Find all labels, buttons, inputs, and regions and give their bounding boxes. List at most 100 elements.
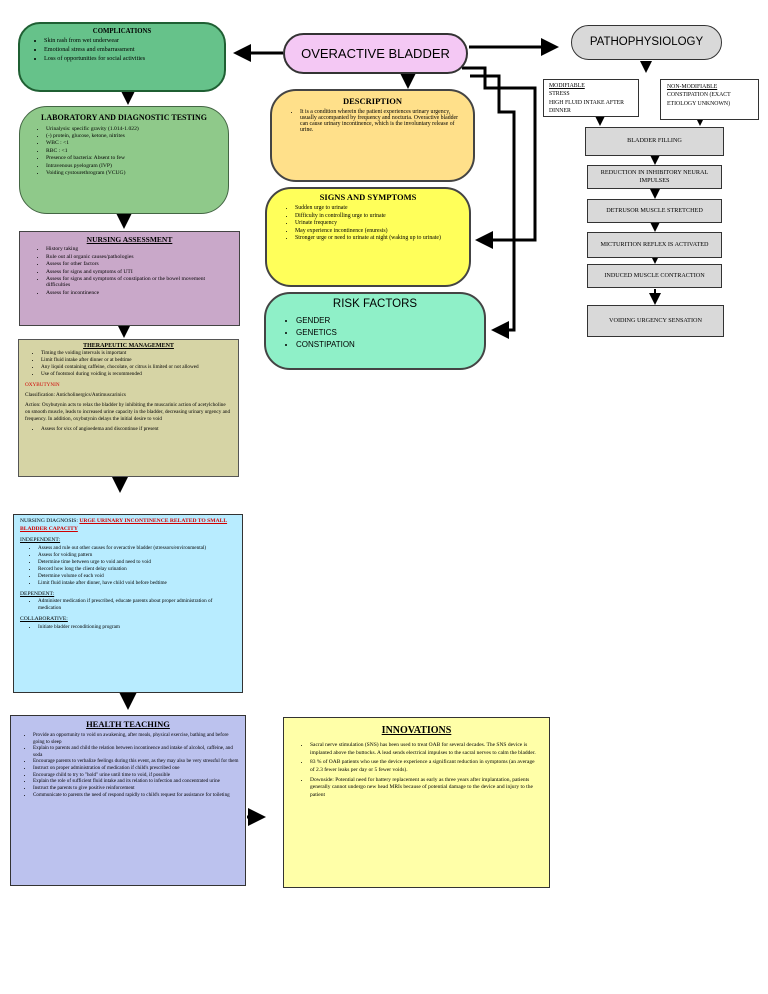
drug-name: OXYBUTYNIN xyxy=(25,382,60,389)
list-item: CONSTIPATION xyxy=(296,340,470,349)
list-item: Assess for voiding pattern xyxy=(38,552,236,559)
dependent-label: DEPENDENT: xyxy=(20,590,55,597)
list-item: Sudden urge to urinate xyxy=(295,205,457,211)
list-item: Provide an opportunity to void on awaken… xyxy=(33,732,239,745)
overactive-bladder-node: OVERACTIVE BLADDER xyxy=(283,33,468,74)
description-title: DESCRIPTION xyxy=(342,96,403,106)
list-item: Determine volume of each void xyxy=(38,573,236,580)
list-item: Presence of bacteria: Absent to few xyxy=(46,155,218,161)
patho-step-reduction-inhibitory: REDUCTION IN INHIBITORY NEURAL IMPULSES xyxy=(587,165,722,189)
list-item: GENDER xyxy=(296,316,470,325)
laboratory-testing-box: LABORATORY AND DIAGNOSTIC TESTING Urinal… xyxy=(19,106,229,214)
patho-step-bladder-filling: BLADDER FILLING xyxy=(585,127,724,156)
innovations-title: INNOVATIONS xyxy=(381,725,452,736)
modifiable-item: HIGH FLUID INTAKE AFTER DINNER xyxy=(549,99,625,115)
list-item: Record how long the client delay urinati… xyxy=(38,566,236,573)
risk-list: GENDER GENETICS CONSTIPATION xyxy=(280,316,470,349)
signs-title: SIGNS AND SYMPTOMS xyxy=(319,192,417,202)
list-item: Downside: Potential need for battery rep… xyxy=(310,777,539,800)
health-list: Provide an opportunity to void on awaken… xyxy=(17,732,239,798)
labs-title: LABORATORY AND DIAGNOSTIC TESTING xyxy=(41,113,207,122)
modifiable-box: MODIFIABLE STRESS HIGH FLUID INTAKE AFTE… xyxy=(543,79,639,117)
pathophysiology-node: PATHOPHYSIOLOGY xyxy=(571,25,722,60)
list-item: Explain the role of sufficient fluid int… xyxy=(33,778,239,785)
list-item: Loss of opportunities for social activit… xyxy=(44,55,216,62)
list-item: Explain to parents and child the relatio… xyxy=(33,745,239,758)
independent-list: Assess and rule out other causes for ove… xyxy=(20,545,236,587)
list-item: RBC : <1 xyxy=(46,148,218,154)
list-item: Use of footstool during voiding is recom… xyxy=(41,371,232,378)
list-item: Assess for signs and symptoms of constip… xyxy=(46,276,229,288)
patho-step-voiding-urgency: VOIDING URGENCY SENSATION xyxy=(587,305,724,337)
list-item: Urinalysis: specific gravity (1.014-1.02… xyxy=(46,126,218,132)
collaborative-label: COLLABORATIVE: xyxy=(20,616,68,623)
complications-box: COMPLICATIONS Skin rash from wet underwe… xyxy=(18,22,226,92)
health-title: HEALTH TEACHING xyxy=(86,719,170,729)
list-item: GENETICS xyxy=(296,328,470,337)
drug-action: Action: Oxybutynin acts to relax the bla… xyxy=(25,402,231,423)
collaborative-list: Initiate bladder reconditioning program xyxy=(20,624,236,631)
drug-classification: Classification: Anticholinergics/Antimus… xyxy=(25,392,126,399)
list-item: Assess for s/sx of angioedema and discon… xyxy=(41,426,232,433)
therapeutic-list: Timing the voiding intervals is importan… xyxy=(25,350,232,378)
list-item: Limit fluid intake after dinner, have ch… xyxy=(38,580,236,587)
health-teaching-box: HEALTH TEACHING Provide an opportunity t… xyxy=(10,715,246,886)
description-list: It is a condition wherein the patient ex… xyxy=(284,109,461,133)
list-item: Intravenous pyelogram (IVP) xyxy=(46,163,218,169)
innovations-list: Sacral nerve stimulation (SNS) has been … xyxy=(294,742,539,800)
complications-list: Skin rash from wet underwear Emotional s… xyxy=(28,37,216,62)
modifiable-item: STRESS xyxy=(549,91,570,98)
list-item: Timing the voiding intervals is importan… xyxy=(41,350,232,357)
innovations-box: INNOVATIONS Sacral nerve stimulation (SN… xyxy=(283,717,550,888)
list-item: Assess for incontinence xyxy=(46,290,229,296)
list-item: Sacral nerve stimulation (SNS) has been … xyxy=(310,742,539,757)
non-modifiable-box: NON-MODIFIABLE CONSTIPATION (EXACT ETIOL… xyxy=(660,79,759,120)
patho-step-detrusor-stretched: DETRUSOR MUSCLE STRETCHED xyxy=(587,199,722,223)
patho-step-micturition-reflex: MICTURITION REFLEX IS ACTIVATED xyxy=(587,232,722,258)
list-item: 83 % of OAB patients who use the device … xyxy=(310,759,539,774)
list-item: Determine time between urge to void and … xyxy=(38,559,236,566)
list-item: Assess for signs and symptoms of UTI xyxy=(46,269,229,275)
modifiable-heading: MODIFIABLE xyxy=(549,83,585,89)
diagnosis-label: NURSING DIAGNOSIS: xyxy=(20,518,78,524)
list-item: Emotional stress and embarrassment xyxy=(44,46,216,53)
independent-label: INDEPENDENT: xyxy=(20,537,61,544)
list-item: Difficulty in controlling urge to urinat… xyxy=(295,213,457,219)
list-item: Stronger urge or need to urinate at nigh… xyxy=(295,235,457,241)
list-item: Encourage parents to verbalize feelings … xyxy=(33,758,239,765)
nursing-assessment-box: NURSING ASSESSMENT History taking Rule o… xyxy=(19,231,240,326)
list-item: May experience incontinence (enuresis) xyxy=(295,228,457,234)
dependent-list: Administer medication if prescribed, edu… xyxy=(20,598,236,612)
description-text: It is a condition wherein the patient ex… xyxy=(300,109,461,133)
signs-symptoms-box: SIGNS AND SYMPTOMS Sudden urge to urinat… xyxy=(265,187,471,287)
therapeutic-management-box: THERAPEUTIC MANAGEMENT Timing the voidin… xyxy=(18,339,239,477)
labs-list: Urinalysis: specific gravity (1.014-1.02… xyxy=(30,126,218,176)
list-item: Voiding cystourethrogram (VCUG) xyxy=(46,170,218,176)
assessment-title: NURSING ASSESSMENT xyxy=(86,235,173,244)
list-item: Initiate bladder reconditioning program xyxy=(38,624,236,631)
description-box: DESCRIPTION It is a condition wherein th… xyxy=(270,89,475,182)
non-modifiable-item: CONSTIPATION (EXACT ETIOLOGY UNKNOWN) xyxy=(667,92,731,107)
therapeutic-note-list: Assess for s/sx of angioedema and discon… xyxy=(25,426,232,433)
list-item: (-) protein, glucose, ketone, nitrites xyxy=(46,133,218,139)
diagnosis-header: NURSING DIAGNOSIS: URGE URINARY INCONTIN… xyxy=(20,518,236,533)
list-item: Assess and rule out other causes for ove… xyxy=(38,545,236,552)
list-item: Encourage child to try to "hold" urine u… xyxy=(33,772,239,779)
risk-factors-box: RISK FACTORS GENDER GENETICS CONSTIPATIO… xyxy=(264,292,486,370)
nursing-diagnosis-box: NURSING DIAGNOSIS: URGE URINARY INCONTIN… xyxy=(13,514,243,693)
list-item: Rule out all organic causes/pathologies xyxy=(46,254,229,260)
list-item: Communicate to parents the need of respo… xyxy=(33,792,239,799)
complications-title: COMPLICATIONS xyxy=(92,28,152,35)
non-modifiable-heading: NON-MODIFIABLE xyxy=(667,84,718,90)
list-item: Instruct on proper administration of med… xyxy=(33,765,239,772)
diagnosis-title: URGE URINARY INCONTINENCE RELATED TO SMA… xyxy=(20,518,228,532)
list-item: Instruct the parents to give positive re… xyxy=(33,785,239,792)
list-item: Urinate frequency xyxy=(295,220,457,226)
patho-step-muscle-contraction: INDUCED MUSCLE CONTRACTION xyxy=(587,264,722,288)
therapeutic-title: THERAPEUTIC MANAGEMENT xyxy=(83,343,174,349)
list-item: History taking xyxy=(46,246,229,252)
list-item: Limit fluid intake after dinner or at be… xyxy=(41,357,232,364)
assessment-list: History taking Rule out all organic caus… xyxy=(30,246,229,296)
list-item: Administer medication if prescribed, edu… xyxy=(38,598,236,612)
signs-list: Sudden urge to urinate Difficulty in con… xyxy=(279,205,457,241)
